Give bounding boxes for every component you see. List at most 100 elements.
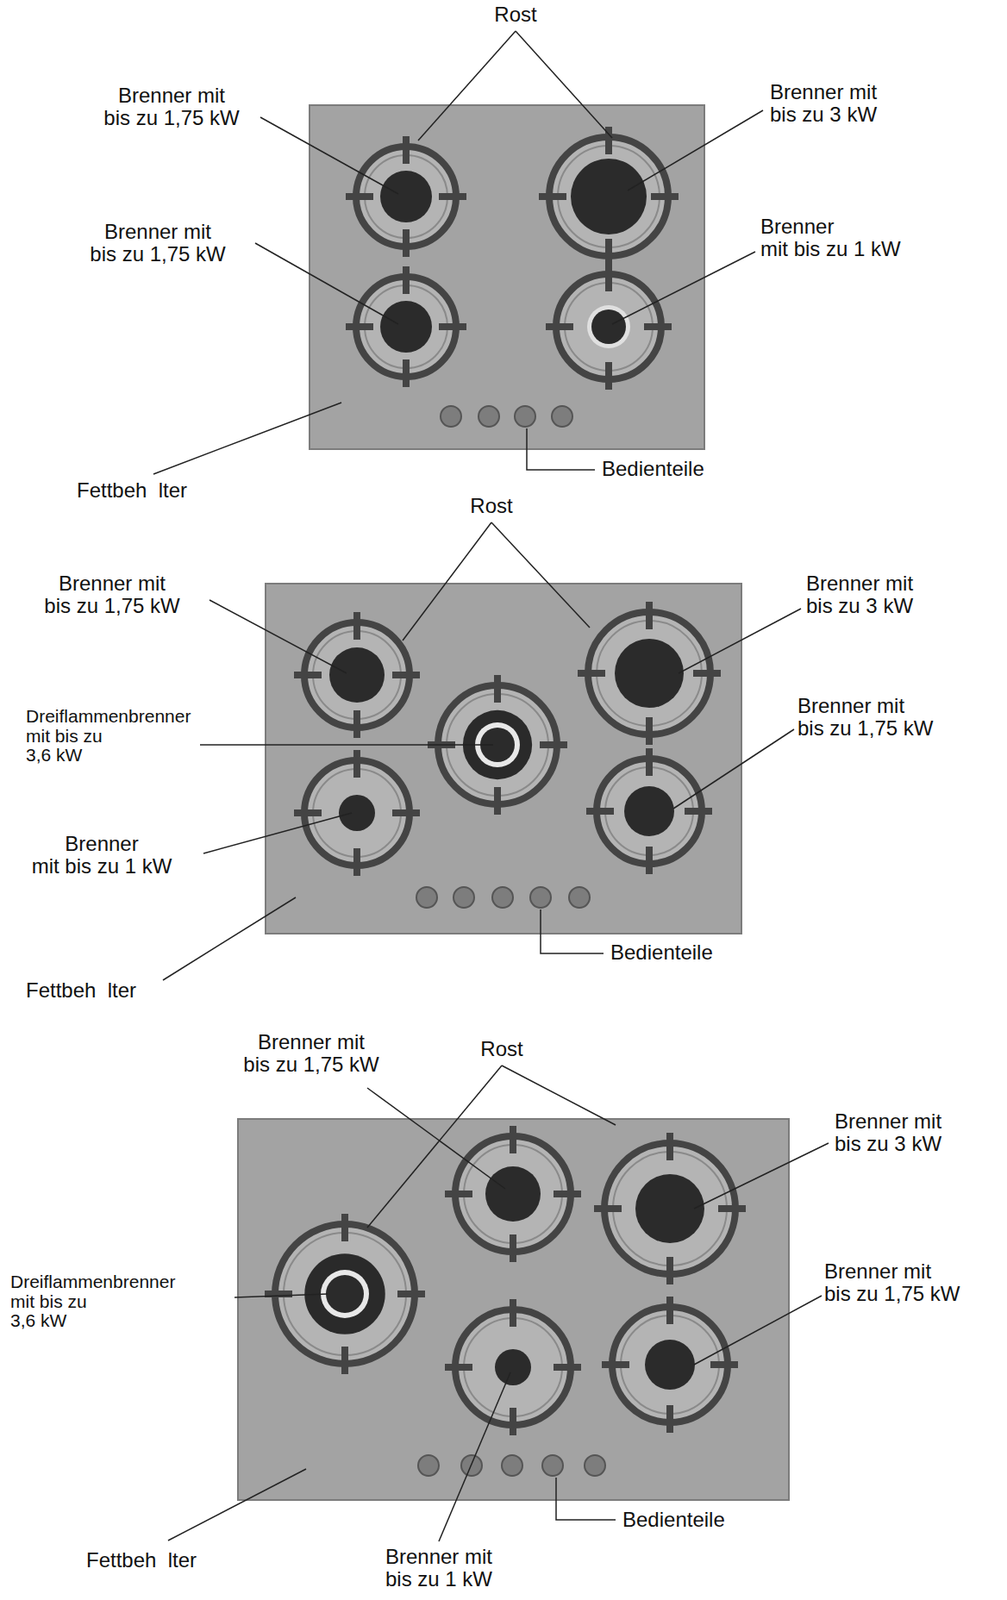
grate-prong — [650, 193, 679, 201]
grate-ring — [455, 1136, 571, 1252]
burner — [601, 1296, 739, 1433]
grate-prong — [494, 675, 501, 703]
grate-prong — [605, 238, 613, 267]
callout-label: Brennermit bis zu 1 kW — [31, 832, 173, 878]
grate-prong — [693, 669, 721, 677]
grate-prong — [494, 787, 501, 815]
leader-line — [694, 1143, 829, 1209]
grate-ring — [275, 1224, 415, 1364]
grate-prong — [594, 1205, 622, 1213]
leader-line — [260, 117, 399, 194]
leader-line — [209, 600, 347, 674]
hob-panel — [237, 1119, 789, 1501]
grate-prong — [553, 1363, 582, 1371]
leader-line — [501, 1065, 616, 1126]
leader-line — [402, 522, 492, 641]
middle-ring — [320, 1269, 370, 1319]
leader-line — [540, 909, 604, 954]
grate-prong — [666, 1296, 674, 1325]
callout-label: Fettbeh lter — [76, 479, 188, 502]
burner-cap — [338, 794, 376, 832]
grate-ring — [455, 1309, 571, 1426]
leader-line — [200, 744, 494, 746]
callout-label: Brenner mitbis zu 3 kW — [834, 1110, 942, 1156]
grate-prong — [402, 136, 410, 164]
grate-prong — [438, 193, 467, 201]
grate-prong — [710, 1361, 739, 1369]
grate-inner — [463, 1318, 563, 1417]
grate-prong — [538, 193, 567, 201]
leader-line — [255, 243, 399, 325]
burner — [444, 1299, 582, 1436]
grate-prong — [397, 1290, 426, 1298]
callout-label: Fettbeh lter — [25, 979, 137, 1002]
callout-label: Bedienteile — [610, 941, 714, 964]
control-knob — [440, 406, 462, 427]
callout-label: Rost — [480, 1038, 523, 1061]
grate-prong — [438, 323, 467, 331]
burner — [345, 266, 467, 388]
callout-label: Rost — [469, 494, 513, 518]
callout-label: Brennermit bis zu 1 kW — [760, 215, 901, 261]
callout-label: Bedienteile — [622, 1508, 726, 1532]
grate-prong — [341, 1346, 349, 1375]
hob-panel — [265, 583, 742, 934]
grate-prong — [509, 1407, 517, 1436]
leader-line — [367, 1065, 502, 1228]
grate-inner — [312, 769, 401, 857]
grate-prong — [293, 671, 322, 679]
grate-prong — [444, 1363, 473, 1371]
callout-label: Fettbeh lter — [86, 1549, 197, 1572]
grate-prong — [553, 1190, 582, 1198]
callout-label: Brenner mitbis zu 3 kW — [806, 572, 914, 618]
grate-prong — [353, 710, 361, 739]
leader-line — [678, 608, 801, 674]
grate-prong — [666, 1405, 674, 1433]
grate-inner — [605, 767, 694, 856]
leader-line — [556, 1477, 616, 1520]
leader-line — [515, 31, 613, 138]
grate-prong — [539, 741, 568, 749]
grate-inner — [463, 1144, 563, 1244]
grate-inner — [283, 1232, 407, 1356]
leader-line — [418, 31, 516, 141]
burner — [577, 601, 721, 745]
grate-prong — [645, 601, 653, 630]
grate-prong — [645, 846, 653, 875]
grate-prong — [509, 1125, 517, 1154]
grate-inner — [564, 282, 653, 371]
grate-prong — [718, 1205, 746, 1213]
grate-prong — [509, 1299, 517, 1327]
control-knob — [551, 406, 573, 427]
callout-label: Dreiflammenbrennermit bis zu3,6 kW — [10, 1272, 176, 1332]
grate-prong — [402, 229, 410, 257]
grate-prong — [341, 1213, 349, 1242]
burner-cap — [614, 638, 684, 708]
grate-prong — [392, 809, 420, 817]
leader-line — [168, 1469, 307, 1541]
grate-prong — [545, 323, 574, 331]
grate-prong — [605, 263, 613, 292]
callout-label: Bedienteile — [601, 457, 705, 481]
grate-prong — [444, 1190, 473, 1198]
burner — [586, 748, 713, 875]
burner — [293, 750, 420, 876]
leader-line — [162, 897, 296, 981]
leader-line — [612, 251, 756, 325]
control-knob — [584, 1455, 606, 1477]
callout-label: Rost — [494, 3, 537, 26]
control-knob — [569, 887, 590, 908]
grate-ring — [549, 137, 669, 257]
burner — [345, 136, 467, 257]
grate-prong — [345, 193, 374, 201]
callout-label: Brenner mitbis zu 3 kW — [769, 81, 877, 126]
burner-cap — [494, 1349, 532, 1386]
callout-label: Brenner mitbis zu 1,75 kW — [103, 84, 239, 130]
leader-line — [367, 1088, 506, 1189]
callout-label: Brenner mitbis zu 1,75 kW — [43, 572, 180, 618]
control-knob — [478, 406, 500, 427]
burner-cap — [380, 170, 432, 223]
grate-ring — [604, 1143, 736, 1275]
grate-prong — [509, 1234, 517, 1263]
grate-prong — [666, 1132, 674, 1161]
